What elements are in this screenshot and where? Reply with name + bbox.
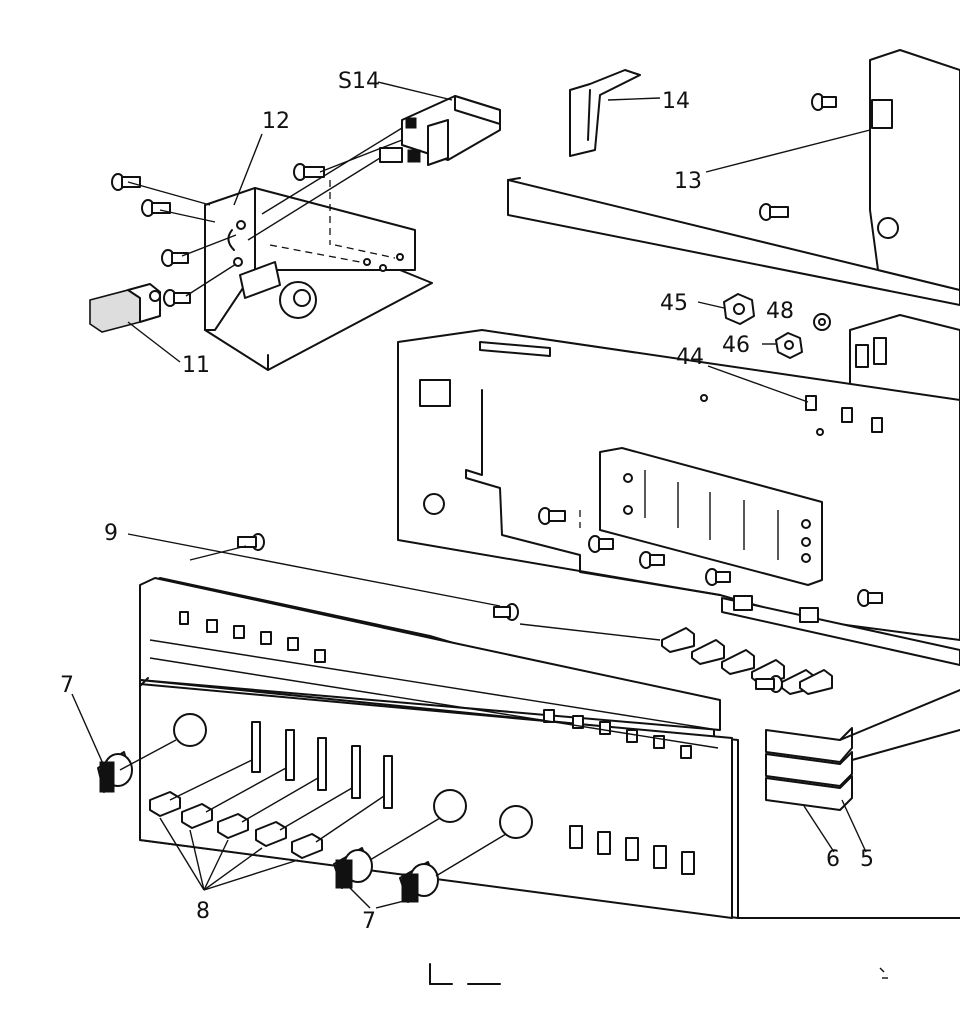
callout-6: 6: [826, 847, 840, 872]
right-small-screws: [759, 93, 837, 221]
front-leader-lines: [119, 545, 661, 877]
callouts: S14 12 14 13 11 45 48 46 44 9 7 7 8 6 5: [60, 69, 874, 934]
callout-13: 13: [674, 169, 702, 194]
right-chassis-partial: [849, 49, 960, 411]
callout-46: 46: [722, 333, 750, 358]
callout-leaders: [71, 81, 871, 909]
callout-9: 9: [104, 521, 118, 546]
callout-48: 48: [766, 299, 794, 324]
callout-5: 5: [860, 847, 874, 872]
callout-S14: S14: [338, 69, 380, 94]
bracket-leader-lines: [127, 127, 403, 297]
front-panel-slots: [173, 713, 695, 875]
switch-button-11: [89, 283, 161, 333]
callout-45: 45: [660, 291, 688, 316]
callout-7-left: 7: [60, 673, 74, 698]
callout-11: 11: [182, 353, 210, 378]
power-switch-S14: [379, 95, 501, 166]
clip-14: [569, 69, 641, 157]
panel-screws: [237, 533, 783, 693]
callout-7-bottom: 7: [362, 909, 376, 934]
callout-12: 12: [262, 109, 290, 134]
lower-rail-strip: [721, 595, 960, 666]
bracket-screws: [111, 163, 325, 307]
slider-guide-plate: [599, 447, 823, 586]
knob-7-bottom-b: [399, 861, 439, 903]
knob-7-left: [97, 751, 133, 793]
page-marks: [429, 963, 888, 985]
push-button-blocks: [765, 689, 960, 811]
slider-tabs: [661, 627, 833, 695]
callout-8: 8: [196, 899, 210, 924]
slider-knobs-8: [149, 791, 323, 859]
chassis-screws: [538, 507, 883, 607]
knob-7-bottom-a: [333, 847, 373, 889]
nuts-washers: [723, 293, 831, 359]
top-rail: [507, 177, 960, 306]
front-panel-windows: [149, 611, 719, 759]
callout-14: 14: [662, 89, 690, 114]
callout-44: 44: [676, 345, 704, 370]
